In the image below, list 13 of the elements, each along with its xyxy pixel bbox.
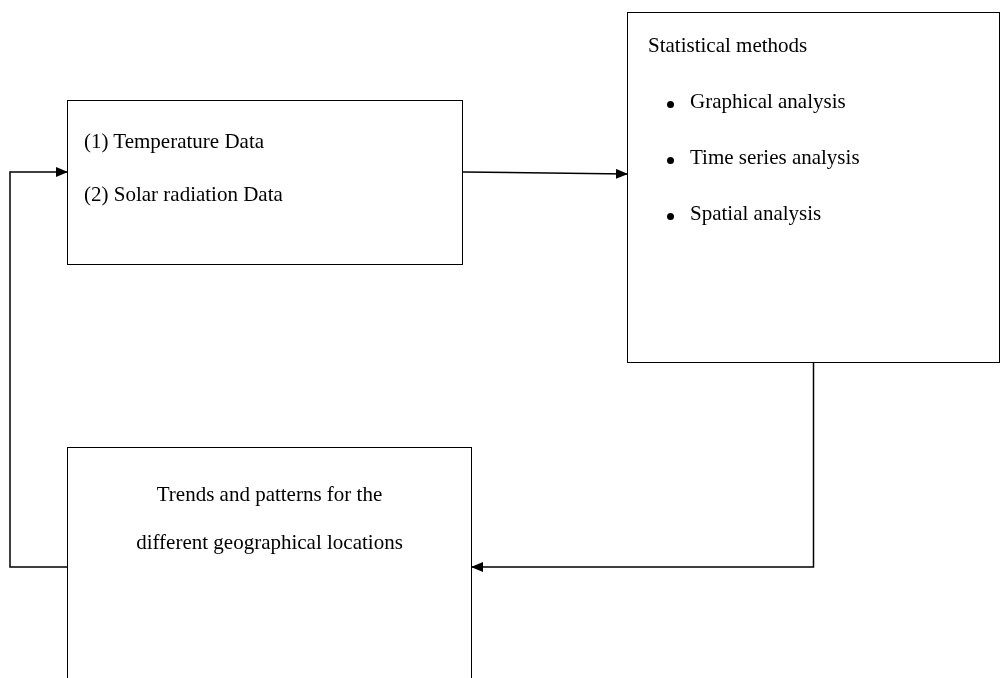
box-text: (2) Solar radiation Data (84, 182, 283, 207)
box-text: Trends and patterns for the different geographical locations (135, 481, 404, 556)
list-item: Time series analysis (690, 145, 860, 170)
process-box (627, 12, 1000, 363)
list-item: Graphical analysis (690, 89, 846, 114)
heading-text: Statistical methods (648, 33, 808, 58)
box-text: (1) Temperature Data (84, 129, 265, 154)
process-box (67, 100, 463, 265)
arrow (471, 362, 815, 572)
list-item: Spatial analysis (690, 201, 822, 226)
arrow (462, 168, 628, 179)
arrow (9, 167, 68, 568)
process-box (67, 447, 472, 678)
